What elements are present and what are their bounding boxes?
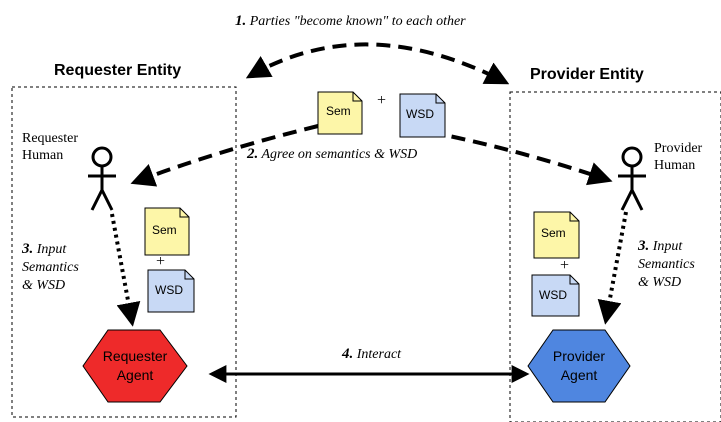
right-wsd-label: WSD	[539, 288, 567, 302]
step1-label: 1. Parties "become known" to each other	[235, 13, 466, 30]
requester-entity-title: Requester Entity	[54, 62, 182, 79]
left-sem-document-icon	[144, 207, 190, 256]
requester-agent-line1: Requester	[102, 348, 168, 364]
step4-label: 4. Interact	[342, 346, 401, 363]
left-sem-label: Sem	[152, 223, 177, 237]
step3-left-label: 3. Input Semantics & WSD	[22, 240, 79, 295]
step3-arrow-left	[110, 213, 141, 327]
provider-human-label: Provider Human	[654, 140, 702, 174]
step2-label: 2. Agree on semantics & WSD	[247, 146, 417, 163]
center-plus-sign: +	[377, 92, 387, 109]
provider-human-line2: Human	[654, 158, 696, 173]
left-wsd-document-icon	[147, 269, 195, 313]
requester-human-label: Requester Human	[22, 130, 78, 164]
requester-entity-box	[11, 86, 237, 418]
step4-number: 4.	[342, 346, 354, 362]
step2-number: 2.	[247, 146, 259, 162]
provider-human-line1: Provider	[654, 141, 703, 156]
provider-agent-label: Provider Agent	[538, 347, 620, 385]
step3-arrow-right	[597, 211, 628, 325]
center-sem-document-icon	[317, 91, 363, 135]
right-sem-label: Sem	[541, 226, 566, 240]
step3-right-label: 3. Input Semantics & WSD	[638, 237, 695, 292]
requester-agent-line2: Agent	[116, 367, 154, 383]
step1-arrow	[245, 42, 510, 85]
step3-right-line2: Semantics	[638, 257, 695, 272]
requester-human-line2: Human	[22, 148, 64, 163]
step3-left-line3: & WSD	[22, 278, 66, 293]
right-sem-document-icon	[533, 211, 580, 259]
step1-number: 1.	[235, 13, 247, 29]
requester-agent-label: Requester Agent	[94, 347, 176, 385]
requester-human-icon	[88, 146, 116, 211]
center-sem-label: Sem	[326, 104, 351, 118]
step2-arrow-right	[429, 130, 613, 186]
step3-left-line2: Semantics	[22, 260, 79, 275]
left-plus-sign: +	[156, 253, 166, 270]
step2-arrow-left	[130, 124, 319, 187]
provider-agent-line2: Agent	[560, 367, 598, 383]
provider-agent-hexagon	[527, 329, 631, 403]
step3-right-line3: & WSD	[638, 275, 682, 290]
center-wsd-document-icon	[399, 93, 446, 138]
provider-entity-title: Provider Entity	[530, 66, 644, 83]
step3-left-number: 3.	[22, 241, 34, 257]
step2-text: Agree on semantics & WSD	[261, 147, 418, 162]
left-wsd-label: WSD	[155, 283, 183, 297]
provider-human-icon	[618, 146, 646, 211]
step3-right-line1: Input	[652, 239, 683, 254]
step3-right-number: 3.	[638, 238, 650, 254]
provider-agent-line1: Provider	[552, 348, 606, 364]
right-plus-sign: +	[560, 257, 570, 274]
step4-text: Interact	[356, 347, 402, 362]
step1-text: Parties "become known" to each other	[249, 14, 466, 29]
step3-left-line1: Input	[36, 242, 67, 257]
center-wsd-label: WSD	[406, 107, 434, 121]
right-wsd-document-icon	[531, 274, 580, 317]
requester-human-line1: Requester	[22, 131, 78, 146]
requester-agent-hexagon	[82, 329, 188, 403]
